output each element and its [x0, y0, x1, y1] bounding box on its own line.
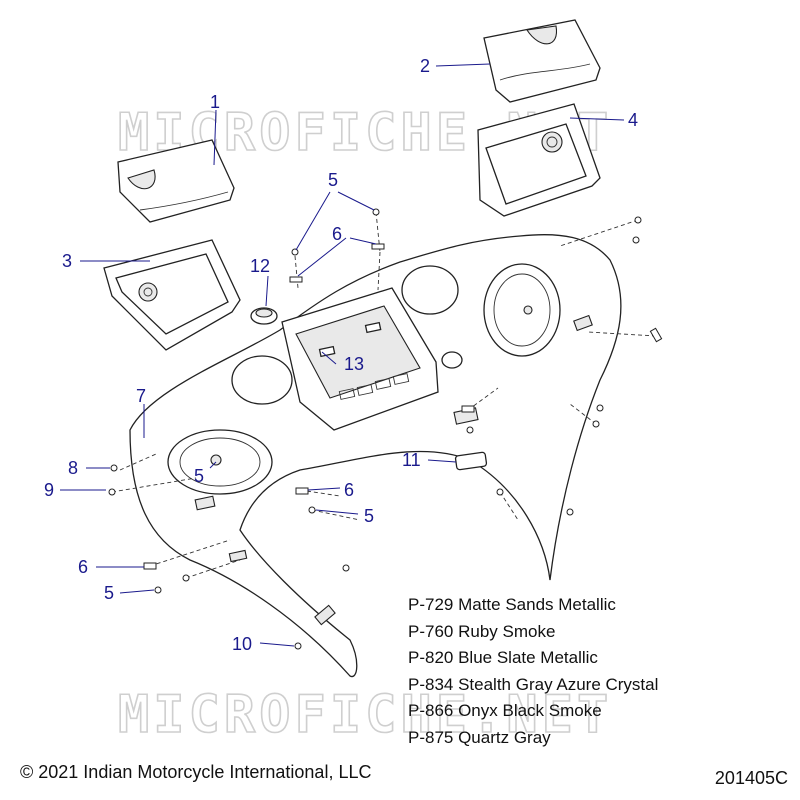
- callout-5a: 5: [328, 170, 338, 190]
- callout-11: 11: [402, 450, 421, 470]
- callout-5b: 5: [194, 466, 204, 486]
- callout-6b: 6: [344, 480, 354, 500]
- paint-color-list: P-729 Matte Sands Metallic P-760 Ruby Sm…: [408, 592, 658, 752]
- copyright-notice: © 2021 Indian Motorcycle International, …: [20, 762, 372, 782]
- color-code: P-820 Blue Slate Metallic: [408, 648, 598, 668]
- callout-3: 4: [628, 110, 638, 130]
- color-code: P-760 Ruby Smoke: [408, 621, 556, 641]
- callout-1: 1: [210, 92, 220, 112]
- part-3-bezel: [103, 239, 241, 351]
- callout-10: 10: [232, 634, 252, 654]
- inner-fairing: [129, 234, 622, 678]
- color-code: P-875 Quartz Gray: [408, 727, 551, 747]
- callout-6a: 6: [332, 224, 342, 244]
- part-11-pad: [454, 451, 488, 471]
- callout-3b: 3: [62, 251, 72, 271]
- part-12-grommet: [250, 307, 278, 325]
- callout-9: 9: [44, 480, 54, 500]
- color-code: P-834 Stealth Gray Azure Crystal: [408, 674, 659, 694]
- color-code: P-866 Onyx Black Smoke: [408, 701, 602, 721]
- part-4-bezel: [477, 103, 601, 217]
- callout-12: 12: [250, 256, 270, 276]
- callout-13: 13: [344, 354, 364, 374]
- part-2-cover: [483, 19, 601, 103]
- part-1-cover: [117, 139, 235, 223]
- color-code: P-729 Matte Sands Metallic: [408, 595, 616, 614]
- leader-lines: [60, 63, 625, 647]
- fasteners: [108, 208, 663, 650]
- callout-6c: 6: [78, 557, 88, 577]
- callout-8: 8: [68, 458, 78, 478]
- drawing-number: 201405C: [714, 768, 788, 788]
- assembly-lines: [111, 211, 657, 579]
- callout-5c: 5: [364, 506, 374, 526]
- callout-5d: 5: [104, 583, 114, 603]
- watermark-bottom: MICROFICHE.NET: [118, 685, 612, 745]
- callout-2: 2: [420, 56, 430, 76]
- callout-7: 7: [136, 386, 146, 406]
- callout-labels: 1 2 4 3 5 6 12 13 7 8 9 5 6 5 11 6 5 10: [44, 56, 638, 654]
